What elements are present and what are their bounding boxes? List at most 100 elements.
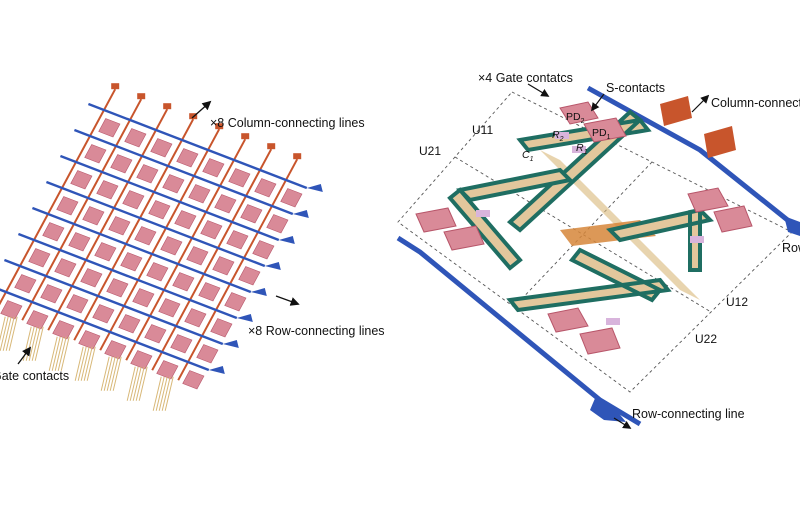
gate-contact-line xyxy=(5,316,15,351)
capacitors xyxy=(447,109,714,313)
column-lines-arrow xyxy=(191,100,212,119)
pixel xyxy=(28,248,51,268)
pixel xyxy=(78,330,101,350)
pixel-grid xyxy=(0,118,303,390)
unit-label-u22: U22 xyxy=(695,332,717,346)
resistor-u12 xyxy=(690,236,704,243)
label-pd1: PD1 xyxy=(592,127,611,141)
s-contacts-label: S-contacts xyxy=(606,81,665,95)
gate-contacts-arrow xyxy=(17,346,32,365)
label-c1: C1 xyxy=(522,149,534,163)
pixel xyxy=(188,184,211,204)
capacitor-u22 xyxy=(506,247,672,313)
row-pad xyxy=(236,314,253,322)
unit-cell xyxy=(396,85,800,427)
gate-contact-line xyxy=(31,326,41,361)
photodiode-pd1-u11 xyxy=(583,117,627,143)
gate-contact-line xyxy=(109,356,119,391)
gate-contact-line xyxy=(135,366,145,401)
pixel xyxy=(254,178,277,198)
row-pad xyxy=(306,184,323,192)
row-line-bottom-label: Row-connecting line xyxy=(632,407,745,421)
gate-contact-line xyxy=(106,356,116,391)
photodiode-b-u22 xyxy=(579,327,621,355)
pixel xyxy=(92,304,115,324)
pixel xyxy=(184,308,207,328)
gate-contact-line xyxy=(138,366,148,401)
pixel xyxy=(212,256,235,276)
gate-contact-line xyxy=(77,346,87,381)
resistor-r1 xyxy=(572,146,586,153)
gate-contact-line xyxy=(158,376,168,411)
pixel xyxy=(144,324,167,344)
row-line xyxy=(31,206,252,294)
column-connecting-line xyxy=(586,85,792,224)
resistor-u21 xyxy=(476,210,490,217)
pixel xyxy=(228,168,251,188)
pixel xyxy=(160,236,183,256)
column-line xyxy=(0,88,117,306)
row-pad xyxy=(250,288,267,296)
photodiode-pd2-u11 xyxy=(559,101,599,125)
photodiode-a-u22 xyxy=(547,307,589,333)
photodiodes xyxy=(415,101,753,355)
gate-contact-line xyxy=(74,346,84,381)
pixel xyxy=(104,340,127,360)
unit-label-u11: U11 xyxy=(472,123,493,137)
gate-contact-line xyxy=(161,376,171,411)
gate-contact-line xyxy=(48,336,58,371)
pixel xyxy=(224,292,247,312)
pixel xyxy=(122,190,145,210)
column-line xyxy=(151,148,273,371)
capacitor-u12 xyxy=(606,207,714,272)
pixel xyxy=(174,210,197,230)
column-pad xyxy=(215,123,224,130)
pixel xyxy=(210,318,233,338)
pixel xyxy=(132,288,155,308)
gate-contact-line xyxy=(129,366,139,401)
column-lines-label: ×8 Column-connecting lines xyxy=(210,116,365,130)
gate-contact-line xyxy=(155,376,165,411)
pixel xyxy=(120,252,143,272)
resistor-u22 xyxy=(606,318,620,325)
pixel xyxy=(214,194,237,214)
column-line xyxy=(21,98,143,321)
row-lines xyxy=(0,102,323,374)
row-line xyxy=(87,102,308,190)
row-line xyxy=(45,180,266,268)
capacitor-u11 xyxy=(506,109,652,233)
pixel xyxy=(226,230,249,250)
column-line-arrow xyxy=(691,94,710,113)
column-line-label: Column-connecting xyxy=(711,96,800,110)
pixel xyxy=(68,232,91,252)
gate-contact-line xyxy=(100,356,110,391)
pixel xyxy=(176,148,199,168)
pixel xyxy=(84,144,107,164)
pixel xyxy=(98,118,121,138)
pixel xyxy=(56,196,79,216)
pixel xyxy=(182,370,205,390)
row-lines-label: ×8 Row-connecting lines xyxy=(248,324,385,338)
pixel xyxy=(66,294,89,314)
gate-contact-line xyxy=(132,366,142,401)
pixel xyxy=(186,246,209,266)
pixel xyxy=(0,300,23,320)
row-pad xyxy=(222,340,239,348)
pixel xyxy=(240,204,263,224)
gate-contact-line xyxy=(2,316,12,351)
unit-label-u12: U12 xyxy=(726,295,748,309)
gate-contact-line xyxy=(83,346,93,381)
resistor-r2 xyxy=(555,132,569,139)
column-pad xyxy=(137,93,146,100)
column-pad xyxy=(293,153,302,160)
pixel xyxy=(14,274,37,294)
pixel xyxy=(162,174,185,194)
pixel xyxy=(134,226,157,246)
pixel xyxy=(80,268,103,288)
photodiode-a-u12 xyxy=(687,187,729,213)
s-contacts-arrow xyxy=(590,93,605,112)
pixel xyxy=(118,314,141,334)
pixel xyxy=(94,242,117,262)
column-line xyxy=(99,128,221,351)
